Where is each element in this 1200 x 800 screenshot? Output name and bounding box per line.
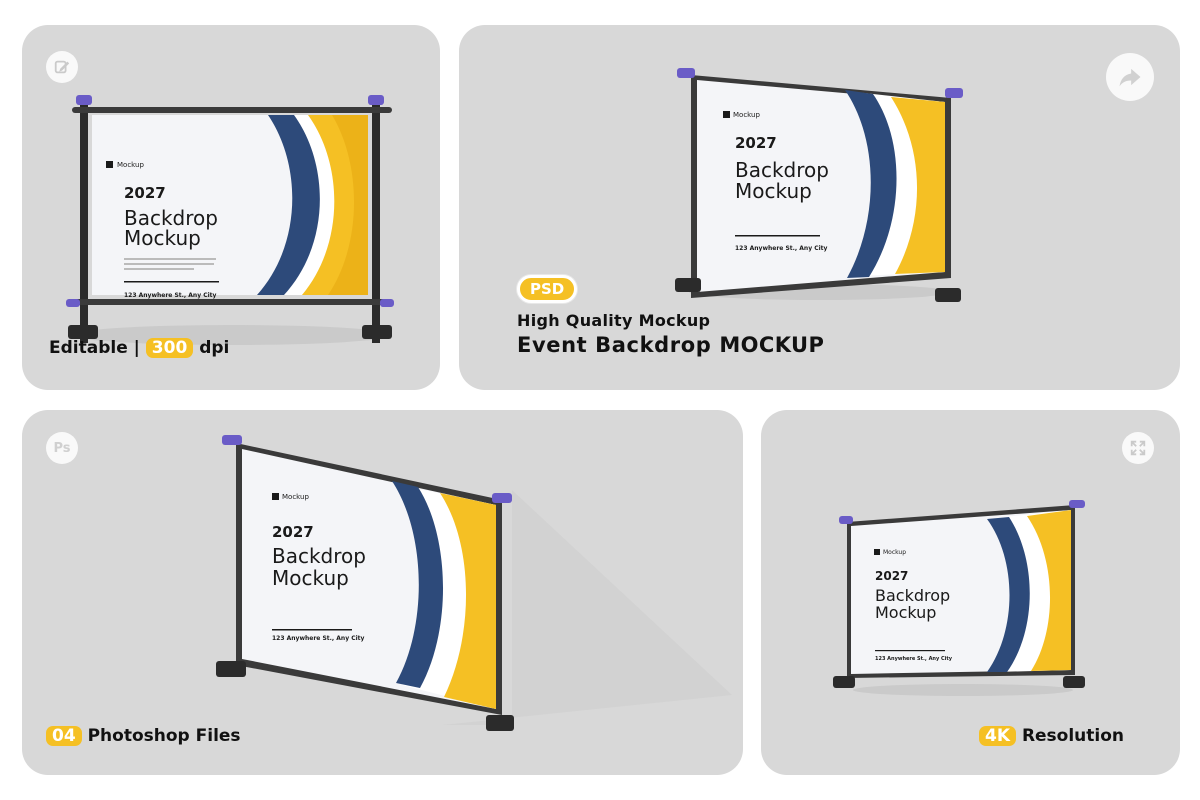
card-event-backdrop: Mockup 2027 Backdrop Mockup 123 Anywhere… — [459, 25, 1180, 390]
caption-suffix: dpi — [199, 338, 230, 358]
share-icon[interactable] — [1106, 53, 1154, 101]
banner-address: 123 Anywhere St., Any City — [875, 656, 953, 662]
banner-title-line2: Mockup — [124, 226, 201, 250]
banner-year: 2027 — [875, 569, 908, 583]
resize-icon[interactable] — [1122, 432, 1154, 464]
resolution-pill: 4K — [979, 726, 1017, 746]
banner-title-line2: Mockup — [875, 603, 936, 622]
caption-prefix: Editable | — [49, 338, 140, 358]
banner-title-line2: Mockup — [272, 566, 349, 590]
banner-logo-label: Mockup — [883, 549, 906, 556]
banner-title-line1: Backdrop — [875, 586, 950, 605]
banner-address: 123 Anywhere St., Any City — [735, 245, 828, 252]
caption-suffix: Resolution — [1021, 726, 1125, 746]
dpi-pill: 300 — [145, 338, 194, 358]
banner-year: 2027 — [735, 134, 777, 152]
files-count-pill: 04 — [46, 726, 82, 746]
banner-title-line1: Backdrop — [735, 158, 829, 182]
backdrop-mockup-front: Mockup 2027 Backdrop Mockup 123 Anywhere… — [62, 85, 402, 369]
psd-badge: PSD — [517, 275, 578, 303]
banner-title-line1: Backdrop — [124, 206, 218, 230]
headline-text: Event Backdrop — [517, 333, 712, 357]
banner-address: 123 Anywhere St., Any City — [124, 292, 217, 299]
banner-logo-label: Mockup — [117, 161, 144, 169]
tagline: High Quality Mockup — [517, 311, 711, 330]
photoshop-icon[interactable]: Ps — [46, 432, 78, 464]
banner-frame — [66, 95, 394, 343]
headline-bold: MOCKUP — [719, 333, 825, 357]
caption-editable: Editable | 300 dpi — [49, 338, 229, 358]
backdrop-mockup-small: Mockup 2027 Backdrop Mockup 123 Anywhere… — [823, 500, 1093, 704]
backdrop-mockup-angled: Mockup 2027 Backdrop Mockup 123 Anywhere… — [669, 60, 969, 314]
caption-suffix: Photoshop Files — [87, 726, 241, 746]
banner-logo-label: Mockup — [282, 493, 309, 501]
card-photoshop-files: Ps Mockup 2027 Backdrop Mockup 123 Anywh… — [22, 410, 743, 775]
banner-year: 2027 — [272, 523, 314, 541]
edit-icon[interactable] — [46, 51, 78, 83]
banner-title-line1: Backdrop — [272, 544, 366, 568]
caption-4k-resolution: 4K Resolution — [979, 726, 1124, 746]
headline: Event Backdrop MOCKUP — [517, 333, 824, 357]
caption-photoshop-files: 04 Photoshop Files — [46, 726, 241, 746]
banner-logo-label: Mockup — [733, 111, 760, 119]
banner-year: 2027 — [124, 184, 166, 202]
banner-panel — [92, 115, 368, 295]
banner-address: 123 Anywhere St., Any City — [272, 635, 365, 642]
banner-title-line2: Mockup — [735, 179, 812, 203]
card-editable: Mockup 2027 Backdrop Mockup 123 Anywhere… — [22, 25, 440, 390]
card-4k-resolution: Mockup 2027 Backdrop Mockup 123 Anywhere… — [761, 410, 1180, 775]
photoshop-icon-label: Ps — [53, 440, 71, 456]
backdrop-mockup-perspective: Mockup 2027 Backdrop Mockup 123 Anywhere… — [212, 425, 732, 744]
